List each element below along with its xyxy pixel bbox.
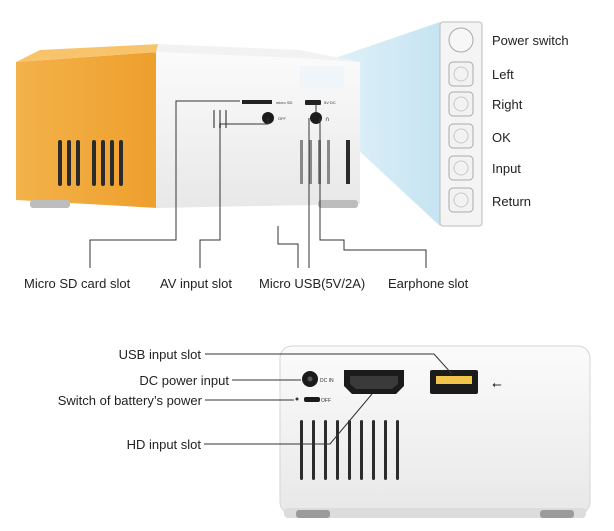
earphone-icon: ∩ <box>325 116 329 123</box>
bottom-leader-lines <box>204 353 453 445</box>
ok-button <box>448 123 474 149</box>
control-panel <box>439 21 483 227</box>
right-button <box>448 91 474 117</box>
rear-vents <box>300 420 399 480</box>
label-earphone: Earphone slot <box>388 276 469 291</box>
label-usb-input: USB input slot <box>118 347 201 362</box>
micro-sd-mark: micro SD <box>276 100 293 105</box>
label-dc-power: DC power input <box>139 373 229 388</box>
input-button <box>448 155 474 181</box>
return-button <box>448 187 474 213</box>
yellow-vents <box>58 140 123 186</box>
label-hd-input: HD input slot <box>126 437 201 452</box>
battery-switch <box>304 397 320 402</box>
bottom-projector: DC IN OFF ⭠ <box>204 345 591 518</box>
micro-usb-port <box>305 100 321 105</box>
label-ok: OK <box>492 130 511 145</box>
micro-sd-port <box>242 100 272 104</box>
left-button <box>448 61 474 87</box>
off-mark-bottom: OFF <box>321 398 331 404</box>
dc-in-mark: DC IN <box>320 378 334 384</box>
top-leader-lines <box>89 100 427 268</box>
label-power-switch: Power switch <box>492 33 569 48</box>
label-left: Left <box>492 67 514 82</box>
usb-icon: ⭠ <box>492 377 502 391</box>
label-av-input: AV input slot <box>160 276 233 291</box>
label-right: Right <box>492 97 523 112</box>
off-mark: OFF <box>278 116 287 121</box>
top-projector: micro SD 5V DC OFF ∩ <box>16 21 483 268</box>
label-micro-usb: Micro USB(5V/2A) <box>259 276 366 291</box>
dc-mark: 5V DC <box>324 100 336 105</box>
power-switch-button <box>448 27 474 53</box>
label-micro-sd: Micro SD card slot <box>24 276 131 291</box>
label-battery-switch: Switch of battery’s power <box>57 393 202 408</box>
yellow-housing <box>16 52 158 208</box>
label-return: Return <box>492 194 532 209</box>
label-input: Input <box>492 161 521 176</box>
earphone-port <box>310 112 322 124</box>
